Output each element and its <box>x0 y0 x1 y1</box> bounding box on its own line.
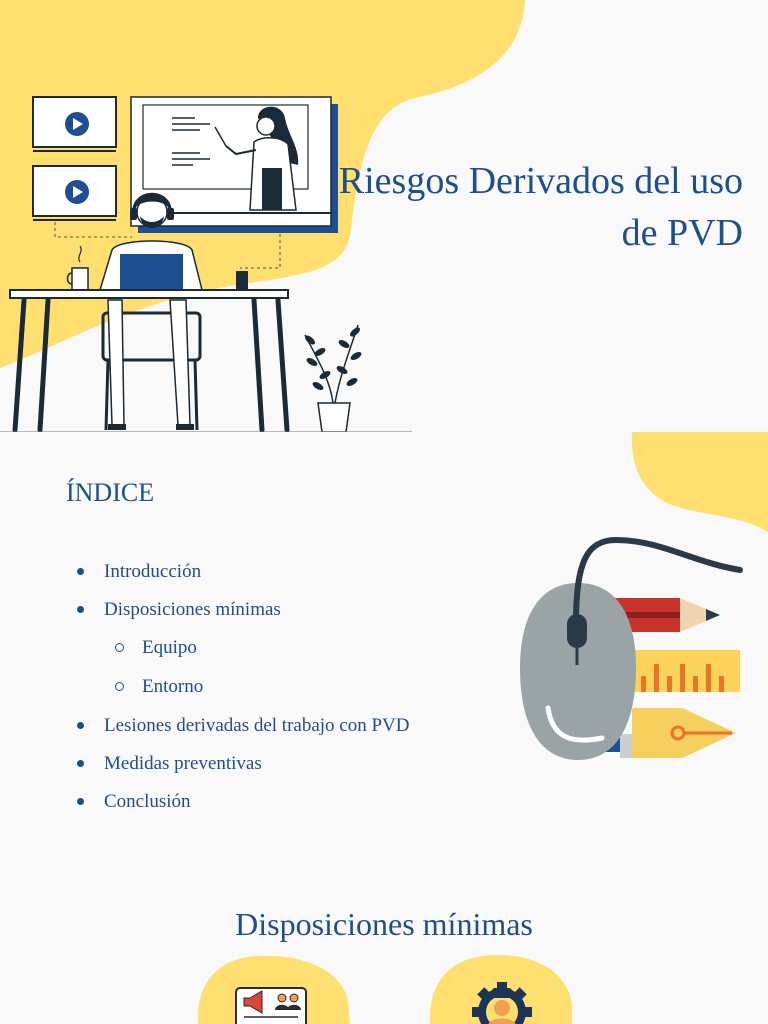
worker-figure <box>98 192 203 430</box>
list-item-label: Disposiciones mínimas <box>104 599 281 620</box>
list-item: Introducción <box>77 560 202 584</box>
dispositions-title: Disposiciones mínimas <box>235 906 533 942</box>
list-subitem: Entorno <box>115 675 204 699</box>
bullet-dot-icon <box>77 798 84 805</box>
video-play-icon <box>65 112 89 136</box>
video-thumbnail-1 <box>32 96 117 152</box>
video-thumbnail-2 <box>32 165 117 221</box>
whiteboard <box>130 96 338 233</box>
index-decoration <box>520 432 768 760</box>
coffee-mug <box>66 245 89 291</box>
index-heading: ÍNDICE <box>66 478 155 507</box>
laptop <box>120 254 183 290</box>
list-subitem-label: Equipo <box>142 637 197 658</box>
bullet-dot-icon <box>77 606 84 613</box>
mouse-and-tools-illustration <box>520 536 743 760</box>
list-item: Disposiciones mínimas <box>77 598 281 622</box>
desk-cup <box>236 271 248 290</box>
desk <box>9 289 290 432</box>
office-chair <box>101 311 202 431</box>
video-play-icon <box>65 180 89 204</box>
ruler-icon <box>633 650 740 692</box>
list-subitem: Equipo <box>115 636 197 660</box>
list-subitem-label: Entorno <box>142 676 204 697</box>
bullet-dot-icon <box>77 568 84 575</box>
notice-board-icon <box>235 987 307 1024</box>
bullet-circle-icon <box>115 682 124 691</box>
cover-title: Riesgos Derivados del uso de PVD <box>338 160 743 254</box>
potted-plant <box>304 324 362 432</box>
cover-illustration <box>0 0 525 432</box>
mouse-icon <box>520 536 743 760</box>
list-item-label: Lesiones derivadas del trabajo con PVD <box>104 715 410 736</box>
teacher-figure <box>214 106 299 211</box>
bullet-dot-icon <box>77 760 84 767</box>
list-item-label: Introducción <box>104 561 202 582</box>
list-item-label: Conclusión <box>104 791 191 812</box>
list-item: Medidas preventivas <box>77 752 262 776</box>
bullet-circle-icon <box>115 643 124 652</box>
dispositions-decoration <box>197 954 572 1024</box>
bullet-dot-icon <box>77 722 84 729</box>
index-yellow-blob <box>631 432 768 532</box>
list-item: Conclusión <box>77 790 191 814</box>
pen-nib-icon <box>605 708 736 758</box>
dashed-connectors <box>54 222 281 269</box>
gear-worker-icon <box>472 982 532 1024</box>
list-item-label: Medidas preventivas <box>104 753 262 774</box>
list-item: Lesiones derivadas del trabajo con PVD <box>77 714 410 738</box>
